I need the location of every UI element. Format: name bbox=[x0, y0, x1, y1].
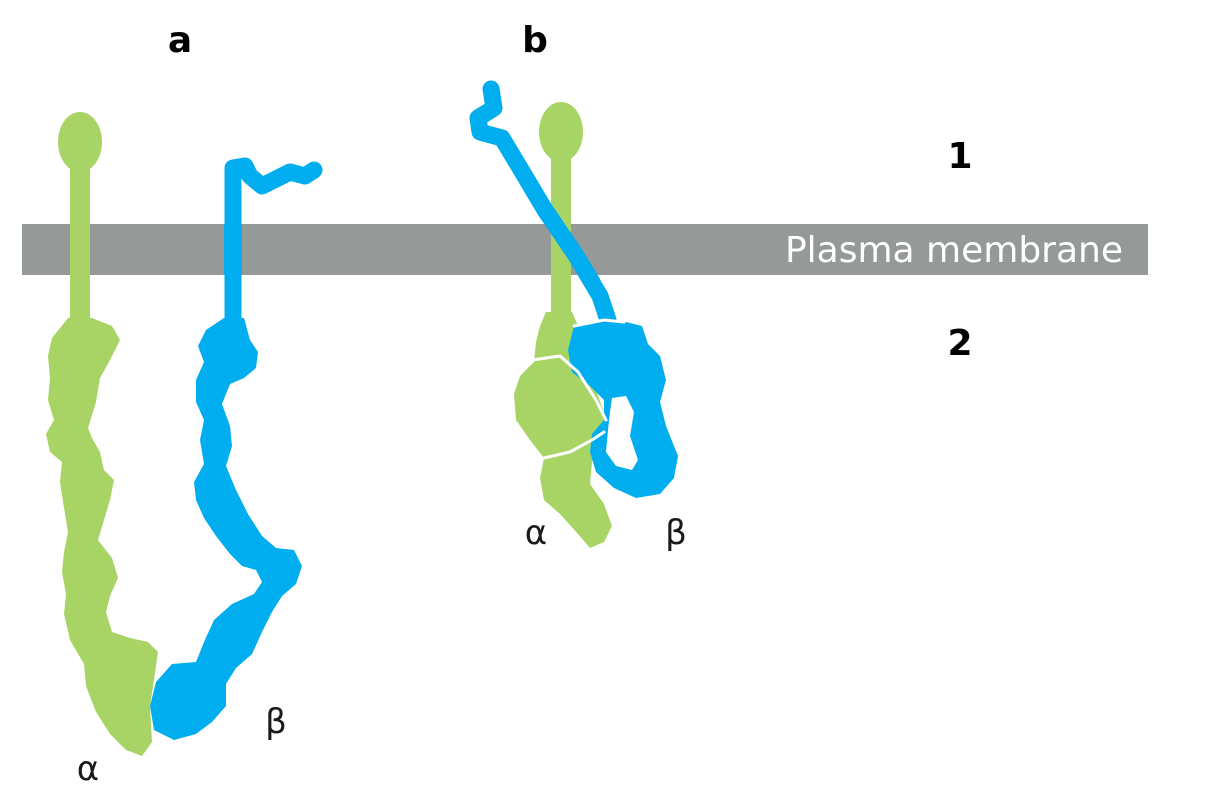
panel-b-beta-label: β bbox=[665, 513, 687, 553]
panel-a-beta-transmembrane bbox=[224, 224, 242, 275]
alpha-head bbox=[58, 112, 102, 172]
panel-b-label: b bbox=[522, 20, 548, 61]
panel-a-label: a bbox=[168, 20, 192, 61]
beta-cytoplasmic-domains bbox=[150, 318, 302, 740]
panel-a-alpha-transmembrane bbox=[70, 224, 90, 275]
beta-extracellular-tail bbox=[224, 157, 323, 329]
panel-a-alpha-subunit bbox=[46, 112, 158, 756]
panel-b-beta-transmembrane bbox=[536, 201, 601, 291]
transmembrane-segments bbox=[70, 201, 601, 291]
domain-boundaries bbox=[530, 318, 626, 460]
region-inside-label: 2 bbox=[947, 323, 972, 364]
panel-a-alpha-label: α bbox=[77, 749, 99, 789]
panel-a-beta-label: β bbox=[265, 702, 287, 742]
alpha-head bbox=[539, 102, 583, 162]
beta-inner-cavity bbox=[606, 396, 638, 470]
alpha-cytoplasmic-domains bbox=[46, 318, 158, 756]
panel-a bbox=[46, 112, 323, 756]
panel-a-beta-subunit bbox=[150, 157, 323, 740]
membrane-label: Plasma membrane bbox=[785, 230, 1123, 271]
panel-b bbox=[469, 80, 678, 548]
panel-b-alpha-label: α bbox=[525, 513, 547, 553]
alpha-cytoplasmic-domains bbox=[514, 312, 612, 548]
region-outside-label: 1 bbox=[947, 136, 972, 177]
